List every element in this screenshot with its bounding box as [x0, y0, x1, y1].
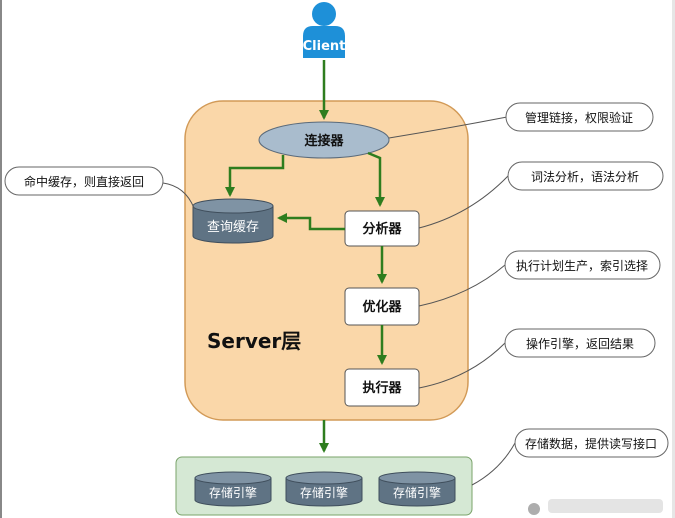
analyzer-callout: 词法分析，语法分析 [507, 161, 664, 191]
right-window-edge [672, 0, 675, 518]
analyzer-label: 分析器 [362, 221, 402, 237]
executor-node[interactable]: 执行器 [344, 368, 420, 407]
storage-engine-1-database-icon[interactable]: 存储引擎 [194, 471, 272, 507]
query-cache-callout-text: 命中缓存，则直接返回 [24, 174, 144, 189]
watermark-logo [528, 499, 663, 515]
server-layer-title: Server层 [207, 329, 301, 353]
analyzer-node[interactable]: 分析器 [344, 210, 420, 247]
storage-engine-label: 存储引擎 [393, 485, 441, 500]
executor-callout-text: 操作引擎，返回结果 [526, 336, 634, 351]
query-cache-database-icon[interactable]: 查询缓存 [192, 198, 274, 244]
executor-callout: 操作引擎，返回结果 [504, 328, 656, 358]
analyzer-callout-line [418, 175, 509, 229]
connector-callout-text: 管理链接，权限验证 [525, 110, 633, 125]
storage-callout: 存储数据，提供读写接口 [514, 428, 669, 458]
flow-arrows [225, 60, 387, 453]
analyzer-callout-text: 词法分析，语法分析 [531, 170, 639, 184]
arrow-connector-to-analyzer [367, 151, 385, 207]
query-cache-label: 查询缓存 [207, 220, 259, 235]
connector-node[interactable]: 连接器 [258, 121, 390, 159]
storage-engine-label: 存储引擎 [209, 485, 257, 500]
arrow-connector-to-cache [225, 155, 285, 197]
storage-callout-text: 存储数据，提供读写接口 [525, 436, 657, 451]
left-window-edge [0, 0, 2, 518]
storage-callout-line [471, 442, 516, 486]
storage-engine-3-database-icon[interactable]: 存储引擎 [378, 471, 456, 507]
query-cache-callout: 命中缓存，则直接返回 [4, 166, 164, 196]
cache-callout-line [162, 182, 195, 209]
server-layer [184, 100, 469, 421]
connector-callout-line [388, 116, 508, 139]
storage-engine-2-database-icon[interactable]: 存储引擎 [285, 471, 363, 507]
optimizer-callout-text: 执行计划生产，索引选择 [516, 259, 648, 273]
callout-connectors [162, 116, 516, 486]
connector-callout: 管理链接，权限验证 [505, 102, 654, 132]
optimizer-node[interactable]: 优化器 [344, 287, 420, 326]
client-label: Client [303, 39, 346, 54]
executor-label: 执行器 [362, 380, 402, 396]
connector-label: 连接器 [304, 133, 344, 149]
optimizer-callout-line [418, 264, 506, 307]
client-person-icon[interactable]: Client [303, 2, 346, 58]
optimizer-callout: 执行计划生产，索引选择 [504, 250, 661, 280]
storage-engine-label: 存储引擎 [300, 485, 348, 500]
arrow-analyzer-to-cache [277, 213, 345, 231]
optimizer-label: 优化器 [362, 299, 402, 315]
executor-callout-line [418, 342, 506, 389]
